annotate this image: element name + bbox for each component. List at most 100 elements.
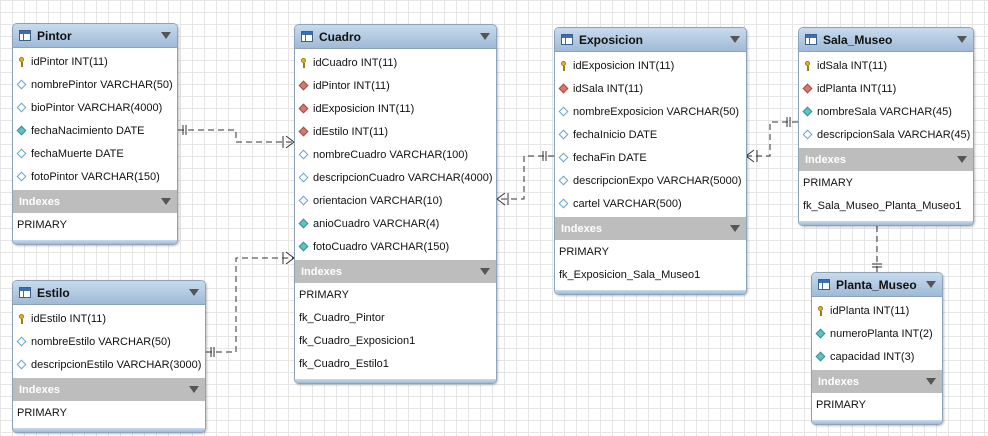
collapse-arrow-icon[interactable] xyxy=(926,281,936,288)
collapse-arrow-icon[interactable] xyxy=(161,198,171,205)
collapse-arrow-icon[interactable] xyxy=(957,36,967,43)
column-row[interactable]: idEstilo INT(11) xyxy=(13,307,205,330)
table-exposicion[interactable]: Exposicion idExposicion INT(11) idSala I… xyxy=(554,27,747,295)
index-list: PRIMARY xyxy=(13,213,177,240)
column-row[interactable]: anioCuadro VARCHAR(4) xyxy=(295,212,496,235)
indexes-header[interactable]: Indexes xyxy=(799,148,973,171)
table-footer xyxy=(13,428,205,432)
indexes-header[interactable]: Indexes xyxy=(555,217,746,240)
column-row[interactable]: idEstilo INT(11) xyxy=(295,120,496,143)
collapse-arrow-icon[interactable] xyxy=(730,225,740,232)
index-row[interactable]: PRIMARY xyxy=(559,245,609,258)
table-header[interactable]: Pintor xyxy=(13,24,177,48)
table-estilo[interactable]: Estilo idEstilo INT(11) nombreEstilo VAR… xyxy=(12,280,206,433)
column-row[interactable]: descripcionExpo VARCHAR(5000) xyxy=(555,169,746,192)
column-row[interactable]: idPintor INT(11) xyxy=(295,74,496,97)
column-icon xyxy=(299,173,308,182)
column-icon xyxy=(803,130,812,139)
column-row[interactable]: descripcionCuadro VARCHAR(4000) xyxy=(295,166,496,189)
column-row[interactable]: capacidad INT(3) xyxy=(812,345,942,368)
index-row[interactable]: fk_Cuadro_Pintor xyxy=(299,311,385,324)
index-row[interactable]: PRIMARY xyxy=(17,406,67,419)
index-list: PRIMARY xyxy=(13,401,205,428)
column-row[interactable]: nombrePintor VARCHAR(50) xyxy=(13,73,177,96)
column-row[interactable]: numeroPlanta INT(2) xyxy=(812,322,942,345)
not-null-column-icon xyxy=(17,126,26,135)
column-row[interactable]: fotoCuadro VARCHAR(150) xyxy=(295,235,496,258)
column-list: idCuadro INT(11) idPintor INT(11) idExpo… xyxy=(295,49,496,260)
column-row[interactable]: nombreEstilo VARCHAR(50) xyxy=(13,330,205,353)
table-icon xyxy=(818,279,830,290)
column-row[interactable]: descripcionEstilo VARCHAR(3000) xyxy=(13,353,205,376)
indexes-header[interactable]: Indexes xyxy=(13,190,177,213)
index-row[interactable]: PRIMARY xyxy=(299,288,349,301)
index-row[interactable]: fk_Cuadro_Exposicion1 xyxy=(299,334,416,347)
primary-key-icon xyxy=(803,61,812,71)
primary-key-icon xyxy=(17,314,26,324)
column-row[interactable]: nombreCuadro VARCHAR(100) xyxy=(295,143,496,166)
column-row[interactable]: descripcionSala VARCHAR(45) xyxy=(799,123,973,146)
column-icon xyxy=(299,150,308,159)
column-row[interactable]: idExposicion INT(11) xyxy=(555,54,746,77)
index-list: PRIMARY xyxy=(812,393,942,420)
column-row[interactable]: fechaFin DATE xyxy=(555,146,746,169)
collapse-arrow-icon[interactable] xyxy=(480,33,490,40)
table-name: Pintor xyxy=(37,28,72,43)
collapse-arrow-icon[interactable] xyxy=(189,289,199,296)
column-row[interactable]: bioPintor VARCHAR(4000) xyxy=(13,96,177,119)
table-footer xyxy=(799,221,973,225)
table-sala-museo[interactable]: Sala_Museo idSala INT(11) idPlanta INT(1… xyxy=(798,27,974,226)
rel-exposicion-cuadro xyxy=(497,155,554,200)
index-row[interactable]: PRIMARY xyxy=(803,176,853,189)
column-list: idSala INT(11) idPlanta INT(11) nombreSa… xyxy=(799,52,973,148)
column-row[interactable]: idPlanta INT(11) xyxy=(812,299,942,322)
index-row[interactable]: fk_Exposicion_Sala_Museo1 xyxy=(559,268,701,281)
indexes-header[interactable]: Indexes xyxy=(13,378,205,401)
collapse-arrow-icon[interactable] xyxy=(926,378,936,385)
table-header[interactable]: Exposicion xyxy=(555,28,746,52)
column-row[interactable]: idSala INT(11) xyxy=(555,77,746,100)
column-row[interactable]: fechaInicio DATE xyxy=(555,123,746,146)
collapse-arrow-icon[interactable] xyxy=(957,156,967,163)
column-row[interactable]: cartel VARCHAR(500) xyxy=(555,192,746,215)
index-row[interactable]: PRIMARY xyxy=(816,398,866,411)
index-list: PRIMARY fk_Exposicion_Sala_Museo1 xyxy=(555,240,746,290)
column-icon xyxy=(17,103,26,112)
table-header[interactable]: Planta_Museo xyxy=(812,273,942,297)
column-row[interactable]: nombreSala VARCHAR(45) xyxy=(799,100,973,123)
column-list: idPlanta INT(11) numeroPlanta INT(2) cap… xyxy=(812,297,942,370)
indexes-header[interactable]: Indexes xyxy=(812,370,942,393)
primary-key-icon xyxy=(816,306,825,316)
column-icon xyxy=(17,360,26,369)
collapse-arrow-icon[interactable] xyxy=(480,268,490,275)
index-row[interactable]: fk_Cuadro_Estilo1 xyxy=(299,357,389,370)
column-row[interactable]: nombreExposicion VARCHAR(50) xyxy=(555,100,746,123)
index-row[interactable]: fk_Sala_Museo_Planta_Museo1 xyxy=(803,199,962,212)
column-row[interactable]: idCuadro INT(11) xyxy=(295,51,496,74)
table-cuadro[interactable]: Cuadro idCuadro INT(11) idPintor INT(11)… xyxy=(294,24,497,384)
index-row[interactable]: PRIMARY xyxy=(17,218,67,231)
table-header[interactable]: Estilo xyxy=(13,281,205,305)
column-row[interactable]: fechaNacimiento DATE xyxy=(13,119,177,142)
column-list: idPintor INT(11) nombrePintor VARCHAR(50… xyxy=(13,48,177,190)
table-planta-museo[interactable]: Planta_Museo idPlanta INT(11) numeroPlan… xyxy=(811,272,943,425)
foreign-key-icon xyxy=(299,127,308,136)
column-row[interactable]: idPlanta INT(11) xyxy=(799,77,973,100)
column-row[interactable]: fechaMuerte DATE xyxy=(13,142,177,165)
column-row[interactable]: idSala INT(11) xyxy=(799,54,973,77)
table-header[interactable]: Cuadro xyxy=(295,25,496,49)
column-row[interactable]: idExposicion INT(11) xyxy=(295,97,496,120)
column-icon xyxy=(17,172,26,181)
table-icon xyxy=(19,287,31,298)
collapse-arrow-icon[interactable] xyxy=(730,36,740,43)
table-icon xyxy=(301,31,313,42)
primary-key-icon xyxy=(559,61,568,71)
indexes-header[interactable]: Indexes xyxy=(295,260,496,283)
column-row[interactable]: fotoPintor VARCHAR(150) xyxy=(13,165,177,188)
collapse-arrow-icon[interactable] xyxy=(189,386,199,393)
column-row[interactable]: idPintor INT(11) xyxy=(13,50,177,73)
column-row[interactable]: orientacion VARCHAR(10) xyxy=(295,189,496,212)
collapse-arrow-icon[interactable] xyxy=(161,32,171,39)
table-pintor[interactable]: Pintor idPintor INT(11) nombrePintor VAR… xyxy=(12,23,178,245)
table-header[interactable]: Sala_Museo xyxy=(799,28,973,52)
